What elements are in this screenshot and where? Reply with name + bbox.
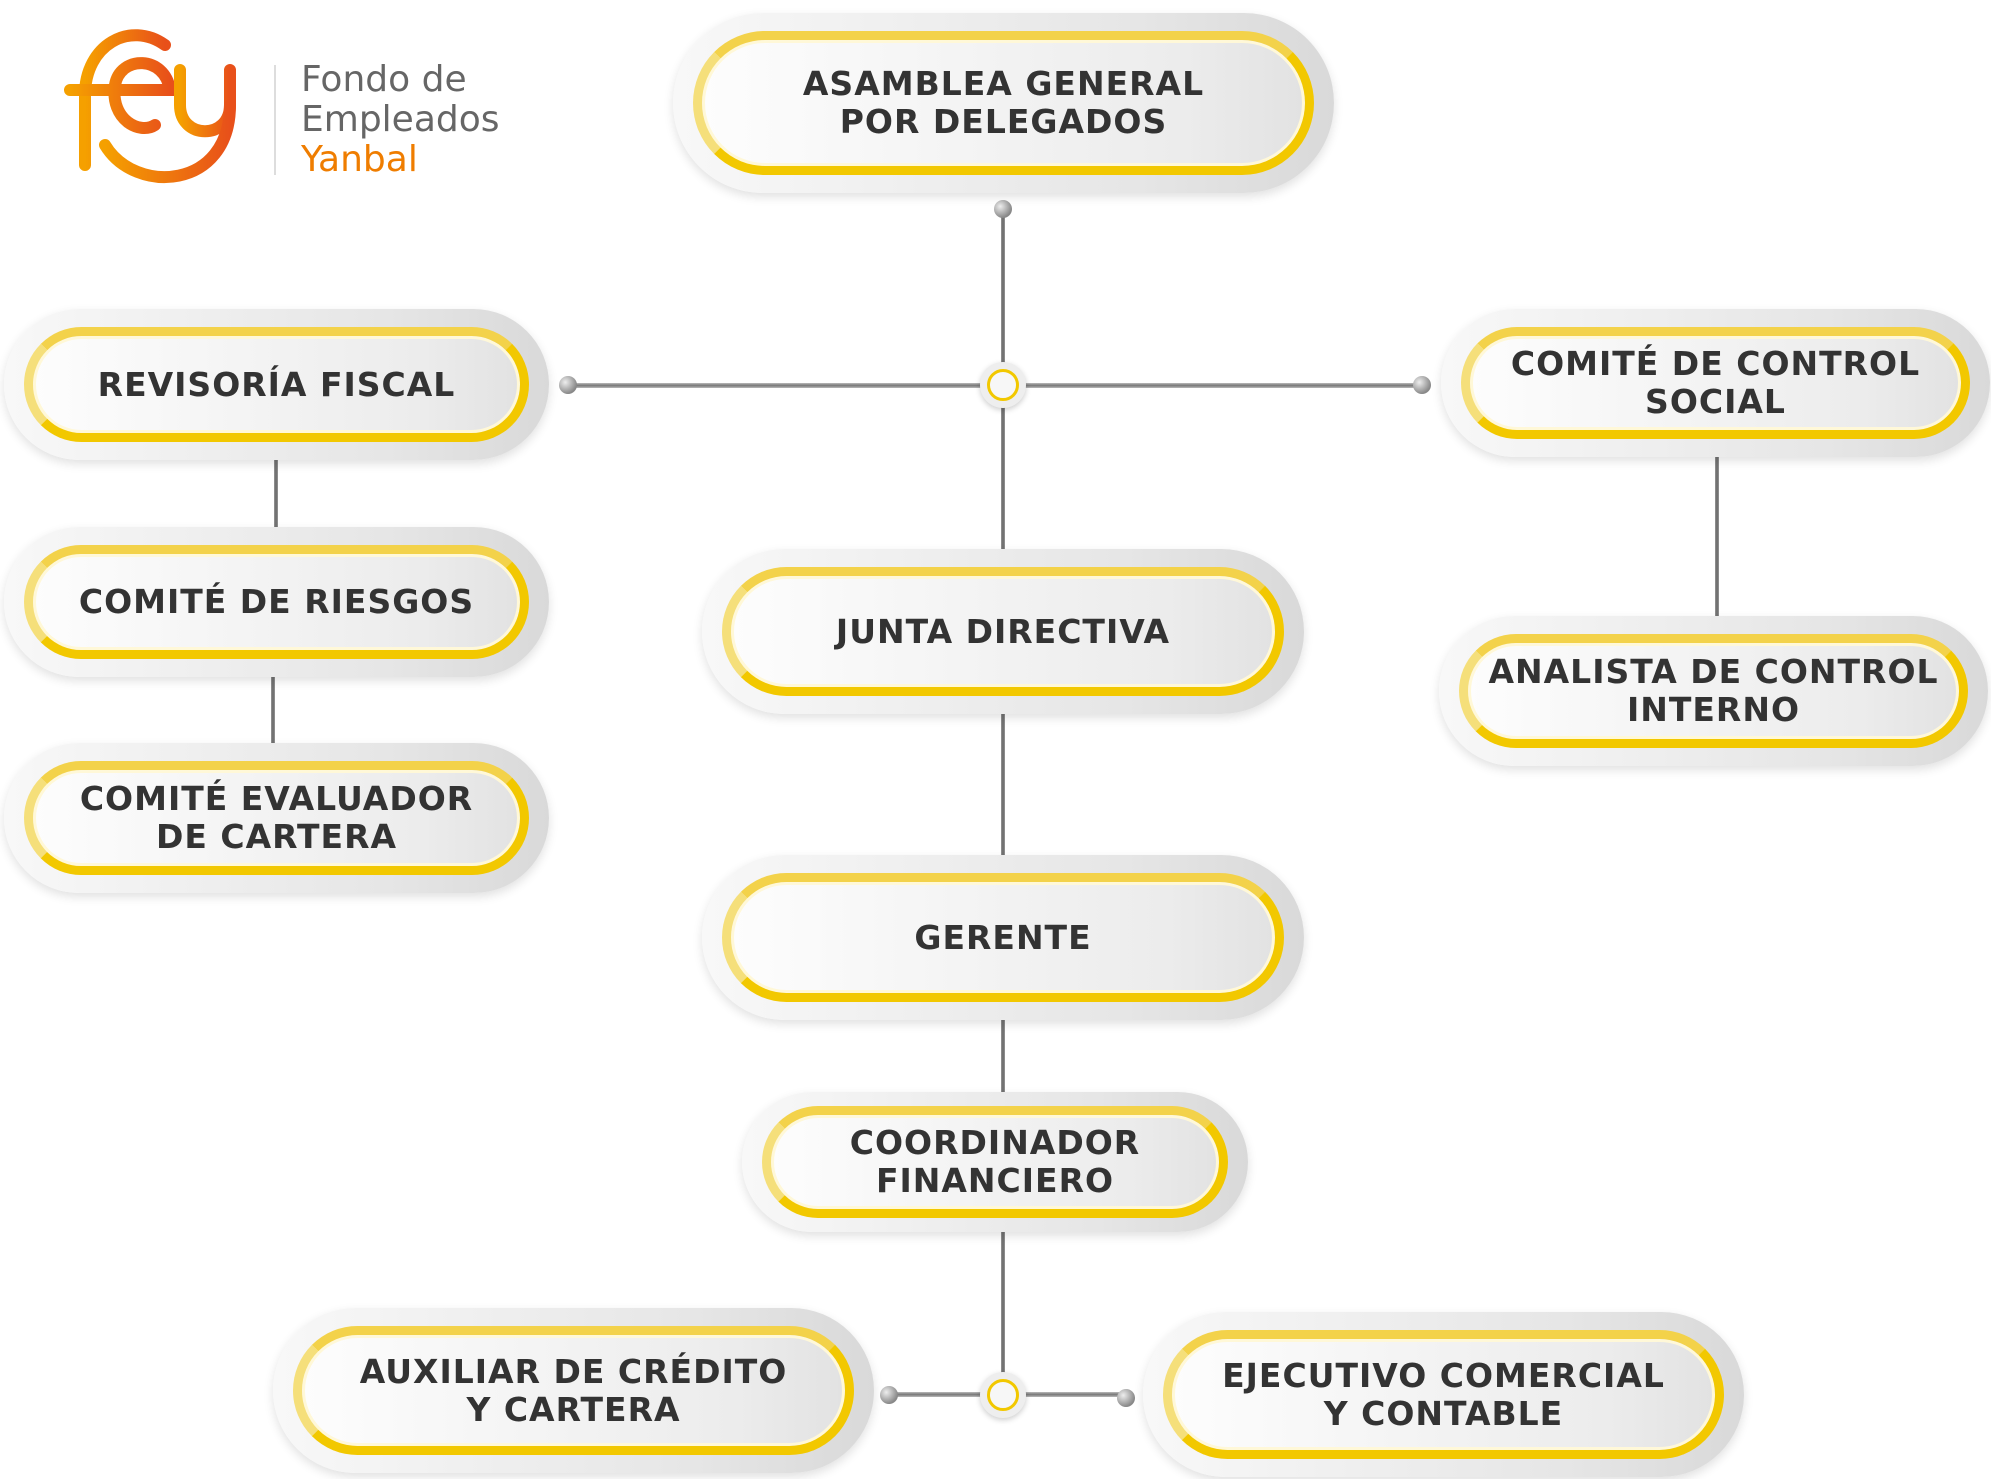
- connector: [274, 458, 278, 530]
- connector: [1001, 712, 1005, 857]
- junction-node: [980, 362, 1026, 408]
- junction-node: [980, 1372, 1026, 1418]
- node-label: COMITÉ DE CONTROL SOCIAL: [1510, 344, 1921, 421]
- node-label: ANALISTA DE CONTROL INTERNO: [1488, 652, 1939, 729]
- node-asamblea-general: ASAMBLEA GENERAL POR DELEGADOS: [673, 13, 1334, 193]
- node-ejecutivo-comercial: EJECUTIVO COMERCIAL Y CONTABLE: [1143, 1312, 1744, 1477]
- connector: [1715, 455, 1719, 618]
- node-label: AUXILIAR DE CRÉDITO Y CARTERA: [359, 1351, 788, 1429]
- logo: [60, 25, 520, 195]
- node-junta-directiva: JUNTA DIRECTIVA: [702, 549, 1304, 714]
- node-label: JUNTA DIRECTIVA: [835, 611, 1171, 651]
- node-comite-evaluador: COMITÉ EVALUADOR DE CARTERA: [4, 743, 549, 893]
- logo-text-yanbal: Yanbal: [301, 139, 418, 180]
- node-auxiliar-credito: AUXILIAR DE CRÉDITO Y CARTERA: [273, 1308, 874, 1473]
- connector-end-dot: [1413, 376, 1431, 394]
- node-gerente: GERENTE: [702, 855, 1304, 1020]
- fey-logo-mark: [64, 29, 236, 183]
- connector: [1001, 1230, 1005, 1395]
- node-coordinador-financiero: COORDINADOR FINANCIERO: [742, 1092, 1248, 1232]
- node-label: COORDINADOR FINANCIERO: [849, 1123, 1141, 1200]
- node-analista-control-interno: ANALISTA DE CONTROL INTERNO: [1439, 616, 1988, 766]
- connector: [1001, 1018, 1005, 1094]
- node-revisoria-fiscal: REVISORÍA FISCAL: [4, 309, 549, 460]
- node-label: REVISORÍA FISCAL: [97, 364, 456, 404]
- node-comite-riesgos: COMITÉ DE RIESGOS: [4, 527, 549, 677]
- connector-end-dot: [880, 1386, 898, 1404]
- node-label: COMITÉ DE RIESGOS: [78, 582, 475, 621]
- connector-end-dot: [559, 376, 577, 394]
- node-label: GERENTE: [914, 917, 1092, 957]
- connector: [271, 675, 275, 745]
- node-label: COMITÉ EVALUADOR DE CARTERA: [79, 779, 474, 856]
- node-label: ASAMBLEA GENERAL POR DELEGADOS: [802, 64, 1205, 141]
- logo-divider: [274, 65, 276, 175]
- node-label: EJECUTIVO COMERCIAL Y CONTABLE: [1222, 1355, 1665, 1433]
- logo-text-line1: Fondo de: [301, 59, 467, 100]
- logo-text-line2: Empleados: [301, 99, 500, 140]
- node-comite-control-social: COMITÉ DE CONTROL SOCIAL: [1441, 309, 1990, 457]
- connector-end-dot: [1117, 1389, 1135, 1407]
- connector-end-dot: [994, 200, 1012, 218]
